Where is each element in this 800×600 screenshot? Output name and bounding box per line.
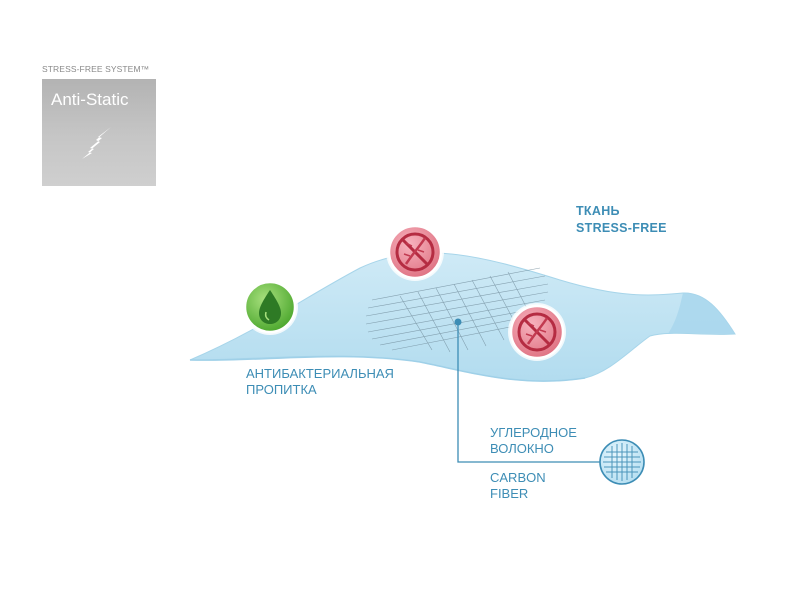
no-dust-mite-icon [386,223,444,281]
antibacterial-label-line1: АНТИБАКТЕРИАЛЬНАЯ [246,366,394,381]
fabric-label-line1: ТКАНЬ [576,204,620,218]
no-dust-mite-icon [508,303,566,361]
antibacterial-label-line2: ПРОПИТКА [246,382,317,397]
water-drop-icon [242,279,298,335]
anti-static-badge: Anti-Static [42,79,156,186]
fabric-label: ТКАНЬ STRESS-FREE [576,203,667,237]
stress-free-fabric [189,252,736,382]
carbon-fiber-label-en: CARBON FIBER [490,470,546,502]
stress-free-system-caption: STRESS-FREE SYSTEM™ [42,64,150,74]
lightning-bolt-icon [82,127,111,159]
carbon-mesh-icon [599,439,645,485]
carbon-fiber-grid [365,267,549,353]
antibacterial-label: АНТИБАКТЕРИАЛЬНАЯ ПРОПИТКА [246,366,394,398]
carbon-ru-line1: УГЛЕРОДНОЕ [490,425,577,440]
carbon-ru-line2: ВОЛОКНО [490,441,554,456]
badge-title: Anti-Static [51,90,129,109]
carbon-fiber-label-ru: УГЛЕРОДНОЕ ВОЛОКНО [490,425,577,457]
carbon-en-line1: CARBON [490,470,546,485]
fabric-label-line2: STRESS-FREE [576,221,667,235]
carbon-en-line2: FIBER [490,486,529,501]
